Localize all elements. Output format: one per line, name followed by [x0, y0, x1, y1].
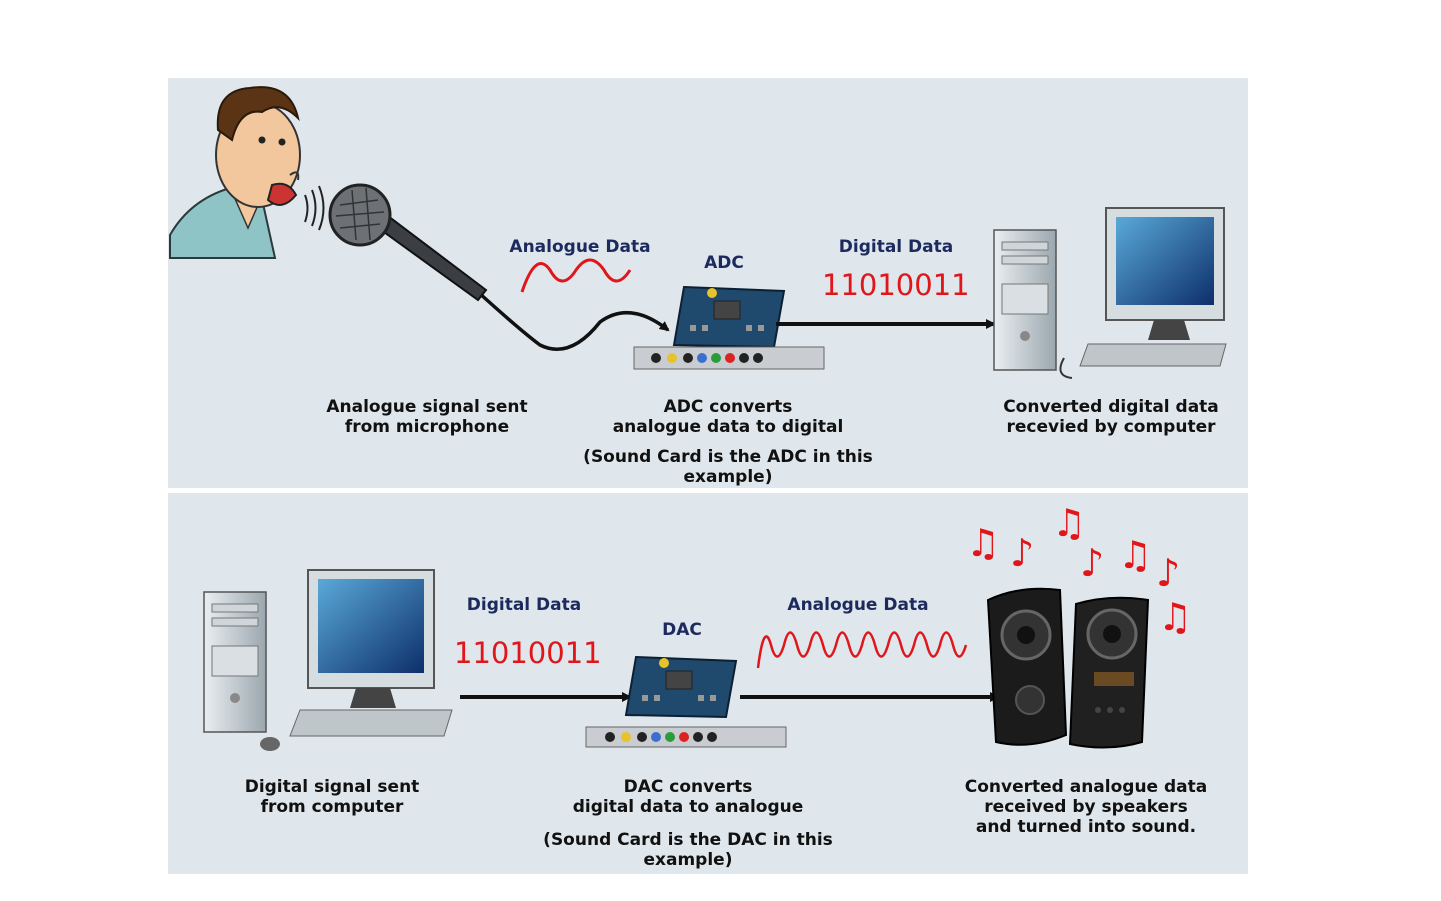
dac-speaker-caption: Converted analogue data received by spea…: [964, 777, 1208, 837]
microphone-icon: [328, 183, 670, 351]
adc-card-caption: ADC converts analogue data to digital: [612, 397, 844, 437]
man-speaking-illustration: [169, 86, 301, 259]
sound-card-adc-icon: [633, 285, 825, 370]
sound-card-dac-icon: [585, 655, 787, 748]
dac-digital-value: 11010011: [454, 636, 602, 670]
adc-component-label: ADC: [704, 253, 744, 273]
dac-note: (Sound Card is the DAC in this example): [543, 830, 833, 870]
analogue-wave-bottom: [756, 631, 968, 669]
speakers-icon: [986, 587, 1150, 749]
dac-digital-data-heading: Digital Data: [466, 595, 582, 615]
adc-digital-value: 11010011: [822, 268, 970, 302]
svg-text:♪: ♪: [1156, 551, 1180, 595]
svg-text:♪: ♪: [1080, 541, 1104, 585]
voice-waves-icon: [304, 185, 325, 231]
svg-text:♫: ♫: [1158, 595, 1192, 639]
adc-computer-caption: Converted digital data recevied by compu…: [1003, 397, 1219, 437]
computer-icon-top: [993, 207, 1227, 379]
dac-card-caption: DAC converts digital data to analogue: [572, 777, 804, 817]
svg-text:♫: ♫: [1052, 501, 1086, 545]
adc-panel: [168, 78, 1248, 488]
computer-icon-bottom: [203, 569, 453, 751]
svg-text:♪: ♪: [1010, 531, 1034, 575]
analogue-wave-top: [520, 258, 632, 293]
dac-component-label: DAC: [662, 620, 702, 640]
svg-text:♫: ♫: [1118, 533, 1152, 577]
adc-analogue-data-heading: Analogue Data: [509, 237, 651, 257]
dac-computer-caption: Digital signal sent from computer: [244, 777, 420, 817]
adc-digital-data-heading: Digital Data: [838, 237, 954, 257]
adc-note: (Sound Card is the ADC in this example): [583, 447, 873, 487]
svg-text:♫: ♫: [966, 521, 1000, 565]
adc-mic-caption: Analogue signal sent from microphone: [326, 397, 528, 437]
music-notes-icon: ♫ ♪ ♫ ♪ ♫ ♪ ♫: [966, 501, 1192, 639]
dac-analogue-data-heading: Analogue Data: [787, 595, 929, 615]
